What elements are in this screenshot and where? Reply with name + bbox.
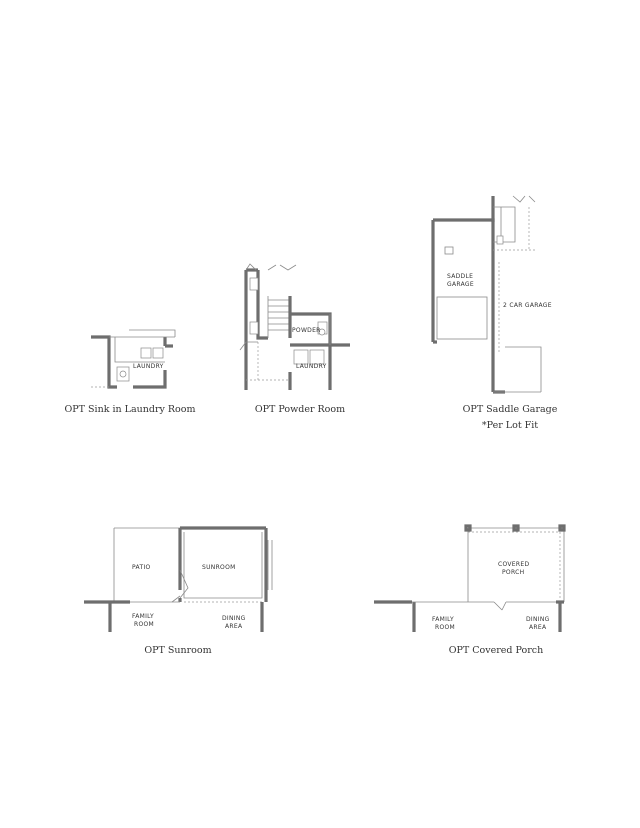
covered-porch-plan: COVERED PORCH FAMILY ROOM DINING AREA xyxy=(374,524,566,632)
powder-room-caption: OPT Powder Room xyxy=(254,404,346,415)
room-label-area: AREA xyxy=(529,624,547,631)
saddle-garage-plan: SADDLE GARAGE 2 CAR GARAGE xyxy=(431,195,552,394)
room-label-family: FAMILY xyxy=(432,616,454,623)
room-label-family: FAMILY xyxy=(132,613,154,620)
room-label-garage: GARAGE xyxy=(447,281,474,288)
room-label-laundry: LAUNDRY xyxy=(133,363,164,370)
room-label-porch: PORCH xyxy=(502,569,524,576)
room-label-patio: PATIO xyxy=(132,564,151,571)
sink-laundry-plan: LAUNDRY xyxy=(91,329,176,389)
room-label-powder: POWDER xyxy=(292,327,321,334)
room-label-sunroom: SUNROOM xyxy=(202,564,236,571)
sunroom-plan: PATIO SUNROOM FAMILY ROOM DINING AREA xyxy=(84,526,273,632)
room-label-room: ROOM xyxy=(134,621,154,628)
room-label-dining: DINING xyxy=(222,615,246,622)
room-label-area: AREA xyxy=(225,623,243,630)
room-label-room: ROOM xyxy=(435,624,455,631)
room-label-covered: COVERED xyxy=(498,561,529,568)
sunroom-caption: OPT Sunroom xyxy=(144,645,212,656)
room-label-dining: DINING xyxy=(526,616,550,623)
powder-room-plan: POWDER LAUNDRY xyxy=(239,263,350,390)
sink-laundry-caption: OPT Sink in Laundry Room xyxy=(64,404,196,415)
saddle-garage-note: *Per Lot Fit xyxy=(481,420,539,431)
covered-porch-caption: OPT Covered Porch xyxy=(448,645,544,656)
room-label-2-car-garage: 2 CAR GARAGE xyxy=(503,302,552,309)
room-label-laundry: LAUNDRY xyxy=(296,363,327,370)
room-label-saddle: SADDLE xyxy=(447,273,473,280)
saddle-garage-caption: OPT Saddle Garage xyxy=(462,404,558,415)
